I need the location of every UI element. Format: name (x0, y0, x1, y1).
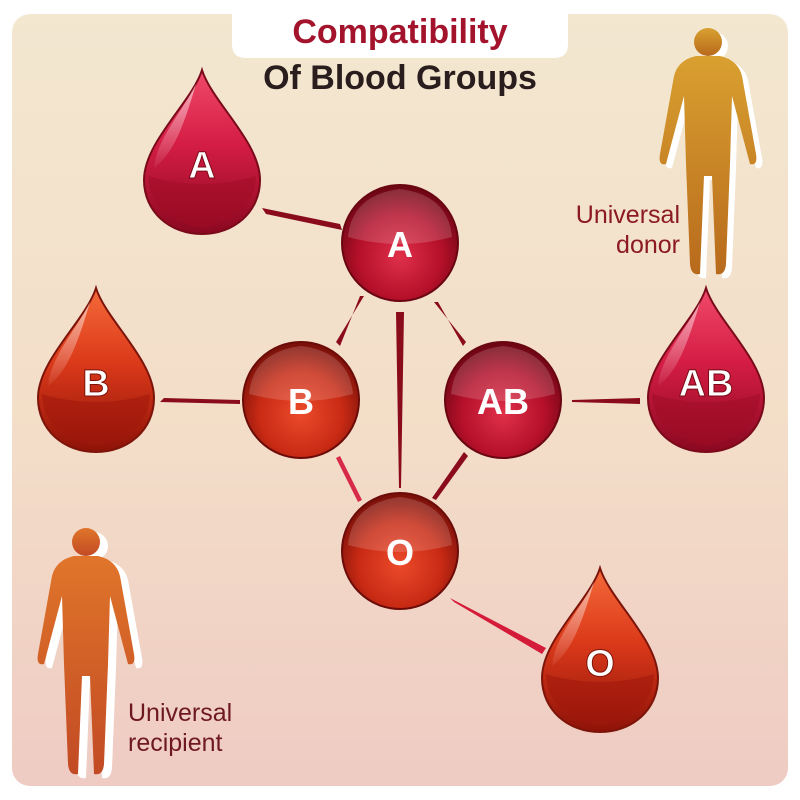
drop-fill-level (42, 394, 150, 446)
connector-ab-to-a (434, 302, 466, 346)
connector-o-to-a (396, 312, 404, 488)
connector-o-to-drop-o (450, 598, 546, 654)
drop-highlight (552, 582, 594, 666)
drop-fill-level (546, 674, 654, 726)
node-label-b: B (288, 381, 314, 422)
connector-drop-ab-to-ab (572, 398, 640, 404)
drop-label-o: O (585, 643, 615, 685)
compatibility-connectors (160, 208, 640, 654)
drop-fill-level (148, 176, 256, 228)
title-compatibility: Compatibility (292, 13, 508, 51)
person-silhouette-icon (37, 528, 135, 775)
connector-o-to-b (336, 456, 362, 502)
drop-label-b: B (82, 363, 109, 405)
node-label-a: A (387, 224, 413, 265)
drop-highlight (658, 302, 700, 386)
node-label-o: O (386, 532, 414, 573)
universal-recipient-caption-line2: recipient (128, 729, 223, 757)
node-gloss (348, 497, 452, 552)
drop-label-a: A (188, 145, 215, 187)
universal-donor-caption-line2: donor (616, 231, 680, 259)
person-silhouette-icon (659, 28, 757, 275)
node-label-ab: AB (477, 381, 529, 422)
drop-fill-level (652, 394, 760, 446)
node-gloss (348, 189, 452, 244)
node-gloss (451, 346, 555, 401)
connector-drop-b-to-b (160, 398, 240, 404)
drop-label-ab: AB (679, 363, 734, 405)
universal-recipient-figure (37, 528, 143, 779)
blood-drop-a: A (143, 69, 261, 235)
drop-highlight (48, 302, 90, 386)
blood-drop-o: O (541, 567, 659, 733)
connector-drop-a-to-a (262, 208, 342, 230)
node-a: A (341, 184, 459, 302)
blood-drop-b: B (37, 287, 155, 453)
blood-drop-ab: AB (647, 287, 765, 453)
universal-donor-figure (659, 28, 763, 279)
universal-donor-caption: Universal donor (520, 200, 680, 260)
title-tab (232, 14, 568, 58)
node-ab: AB (444, 341, 562, 459)
node-o: O (341, 492, 459, 610)
connector-o-to-ab (432, 452, 468, 500)
connector-b-to-a (336, 296, 364, 346)
universal-recipient-caption: Universal recipient (128, 698, 328, 758)
drop-highlight (154, 84, 196, 168)
node-b: B (242, 341, 360, 459)
universal-recipient-caption-line1: Universal (128, 699, 233, 727)
title-of-blood-groups: Of Blood Groups (263, 59, 537, 97)
node-gloss (249, 346, 353, 401)
universal-donor-caption-line1: Universal (575, 201, 680, 229)
